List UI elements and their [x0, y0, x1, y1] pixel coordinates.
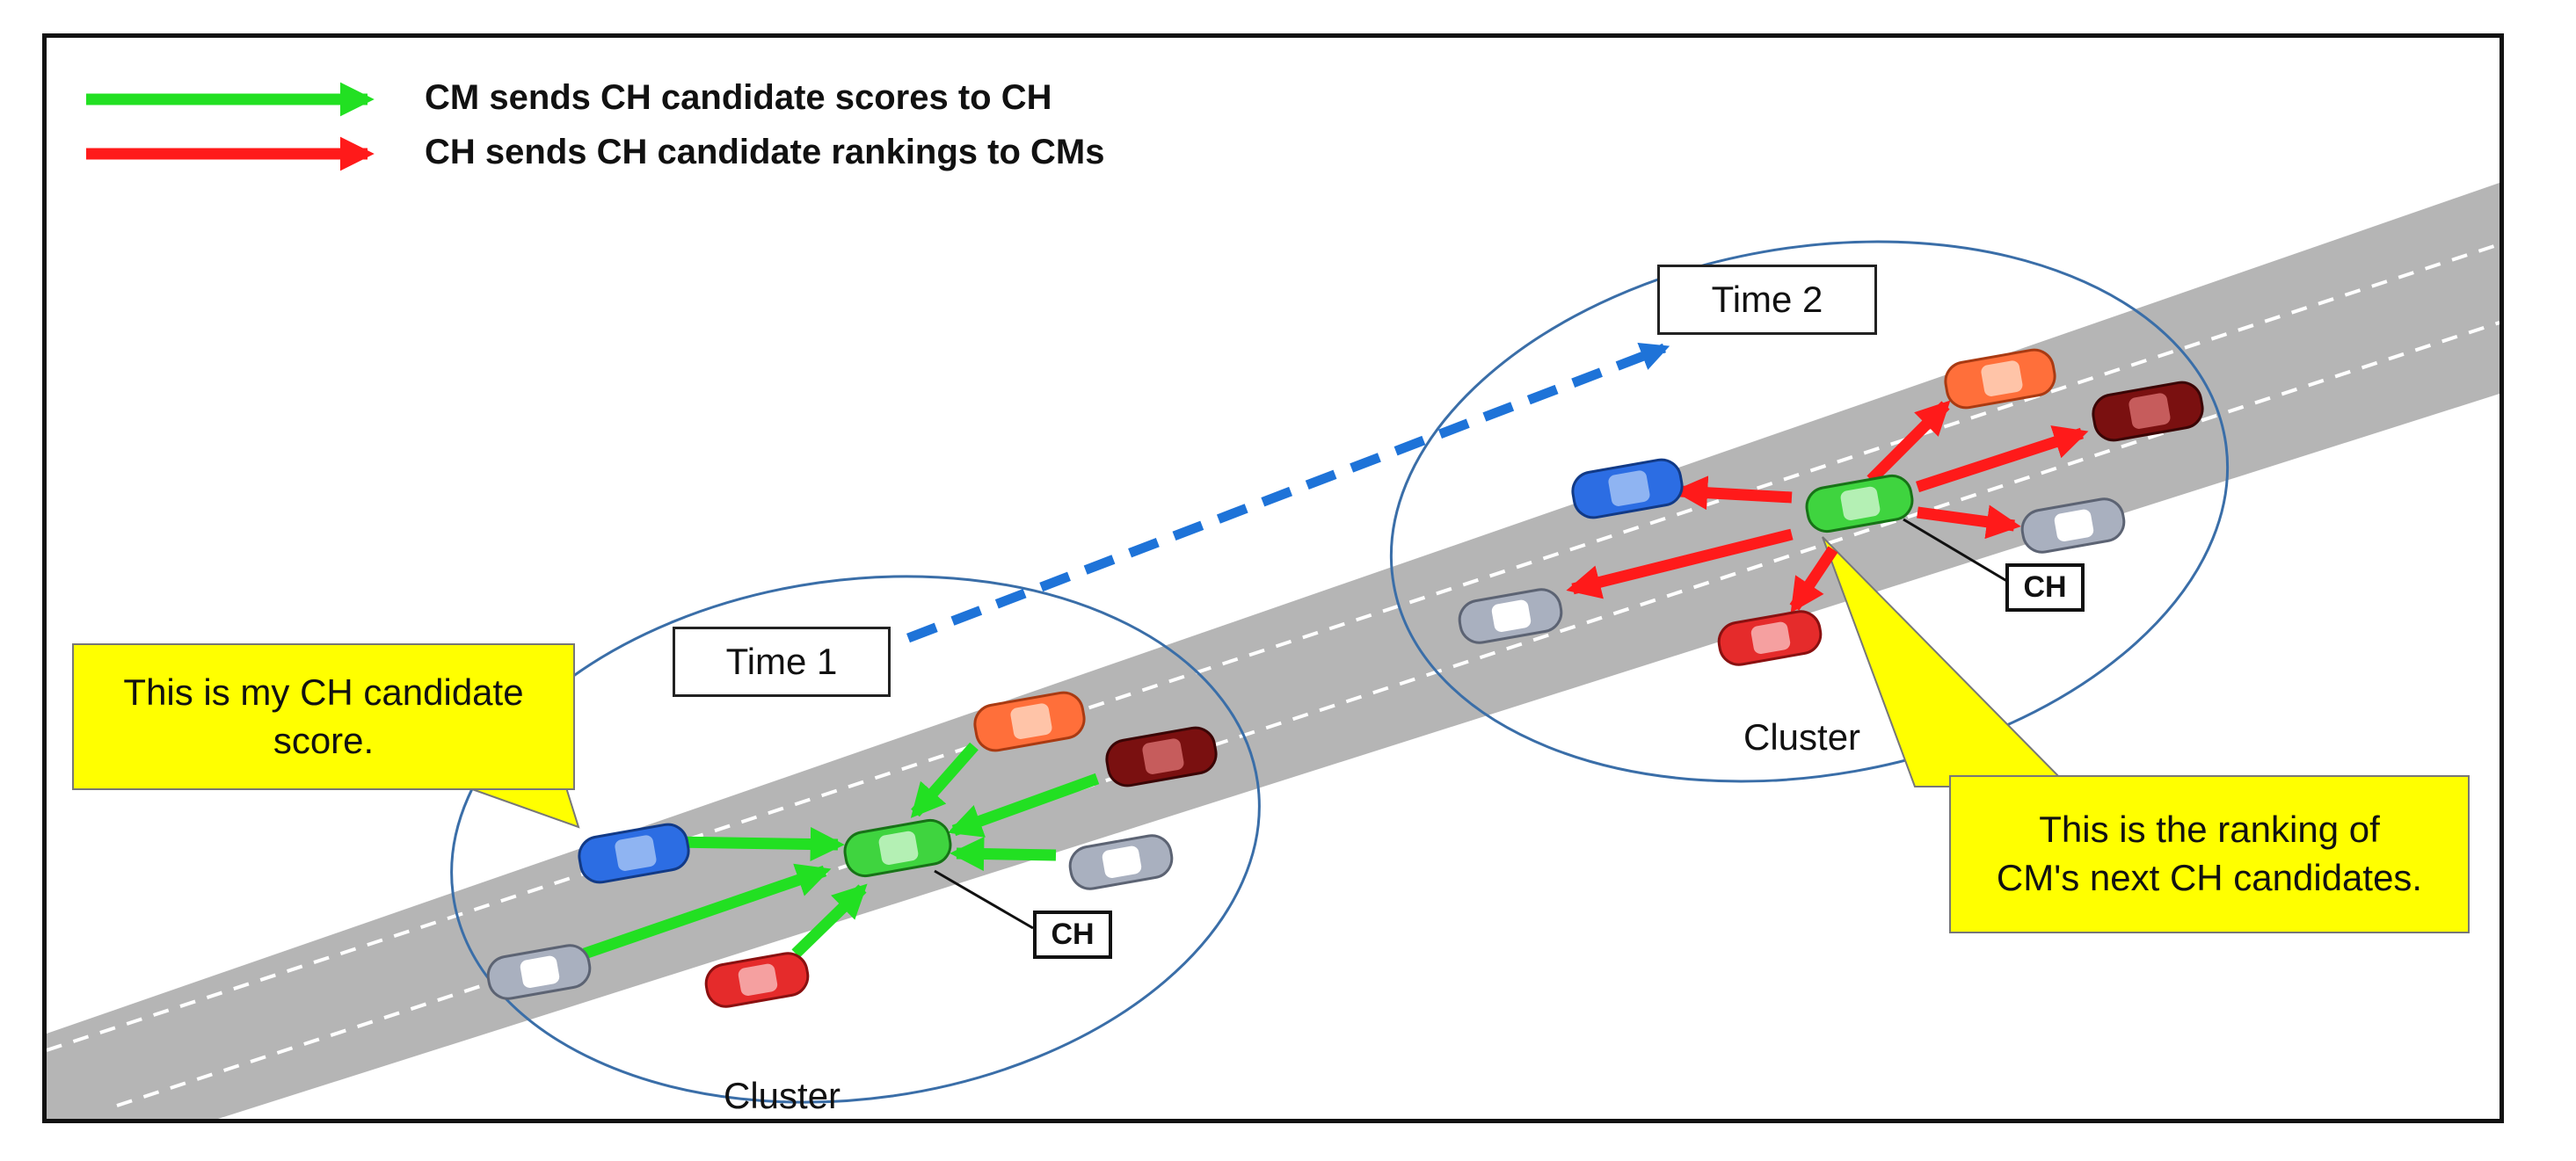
vehicle-gray-time1-left [486, 944, 592, 1000]
cluster-ellipse-time2 [1389, 240, 2230, 783]
lane-marking-upper [47, 243, 2500, 1052]
vehicle-gray-time1-right [1068, 834, 1174, 890]
green-arrow-from-darkred-car [947, 773, 1100, 838]
legend-green-label: CM sends CH candidate scores to CH [425, 78, 1052, 117]
green-arrow-from-gray-car-right [950, 837, 1057, 872]
red-arrow-to-gray-car-left [1566, 528, 1794, 599]
red-arrow-to-orange-car [1867, 400, 1951, 484]
callout-right-text: This is the ranking of CM's next CH cand… [1996, 809, 2423, 898]
vehicle-green-ch-time1 [843, 818, 952, 878]
red-arrow-to-red-car [1789, 546, 1838, 613]
vehicle-green-ch-time2 [1805, 474, 1914, 533]
diagram-frame: CM sends CH candidate scores to CH CH se… [42, 33, 2504, 1123]
ch-label-time1: CH [1033, 911, 1112, 959]
timeline-arrow [906, 343, 1670, 643]
vehicle-darkred-time1 [1105, 726, 1218, 787]
vehicle-red-time1 [704, 952, 810, 1008]
road [47, 183, 2500, 1119]
callout-left-text: This is my CH candidate score. [123, 671, 524, 761]
legend-red-label: CH sends CH candidate rankings to CMs [425, 133, 1105, 171]
vehicle-blue-time1 [578, 823, 690, 884]
green-arrow-from-orange-car [910, 742, 979, 818]
red-arrow-to-darkred-car [1915, 425, 2089, 493]
vehicle-gray-time2-right [2020, 497, 2126, 554]
cluster-ellipse-time1 [450, 575, 1261, 1104]
diagram-canvas [47, 82, 2500, 1119]
ch-pointer-line-time2 [1903, 518, 2011, 584]
callout-box-left [72, 643, 575, 790]
time-1-label: Time 1 [673, 627, 891, 697]
lane-marking-lower [116, 321, 2500, 1107]
green-arrow-from-red-car [791, 883, 868, 958]
green-arrow-from-gray-car [582, 863, 832, 960]
red-arrow-to-gray-car-right [1917, 504, 2021, 540]
vehicle-darkred-time2 [2092, 381, 2204, 442]
callout-tail-left [459, 784, 580, 829]
time-2-label: Time 2 [1657, 265, 1877, 335]
green-arrow-from-blue-car [672, 827, 845, 861]
vehicle-orange-time1 [973, 691, 1086, 752]
vehicle-red-time2 [1717, 610, 1823, 666]
vehicle-blue-time2 [1571, 458, 1684, 519]
cluster-label-time1: Cluster [724, 1075, 841, 1116]
red-arrow-to-blue-car [1673, 475, 1793, 511]
vehicle-gray-time2-left [1458, 588, 1563, 644]
cluster-label-time2: Cluster [1743, 716, 1861, 758]
callout-box-right [1949, 775, 2470, 933]
vehicle-orange-time2 [1944, 348, 2056, 410]
ch-pointer-line-time1 [934, 869, 1034, 930]
ch-label-time2: CH [2005, 563, 2085, 612]
